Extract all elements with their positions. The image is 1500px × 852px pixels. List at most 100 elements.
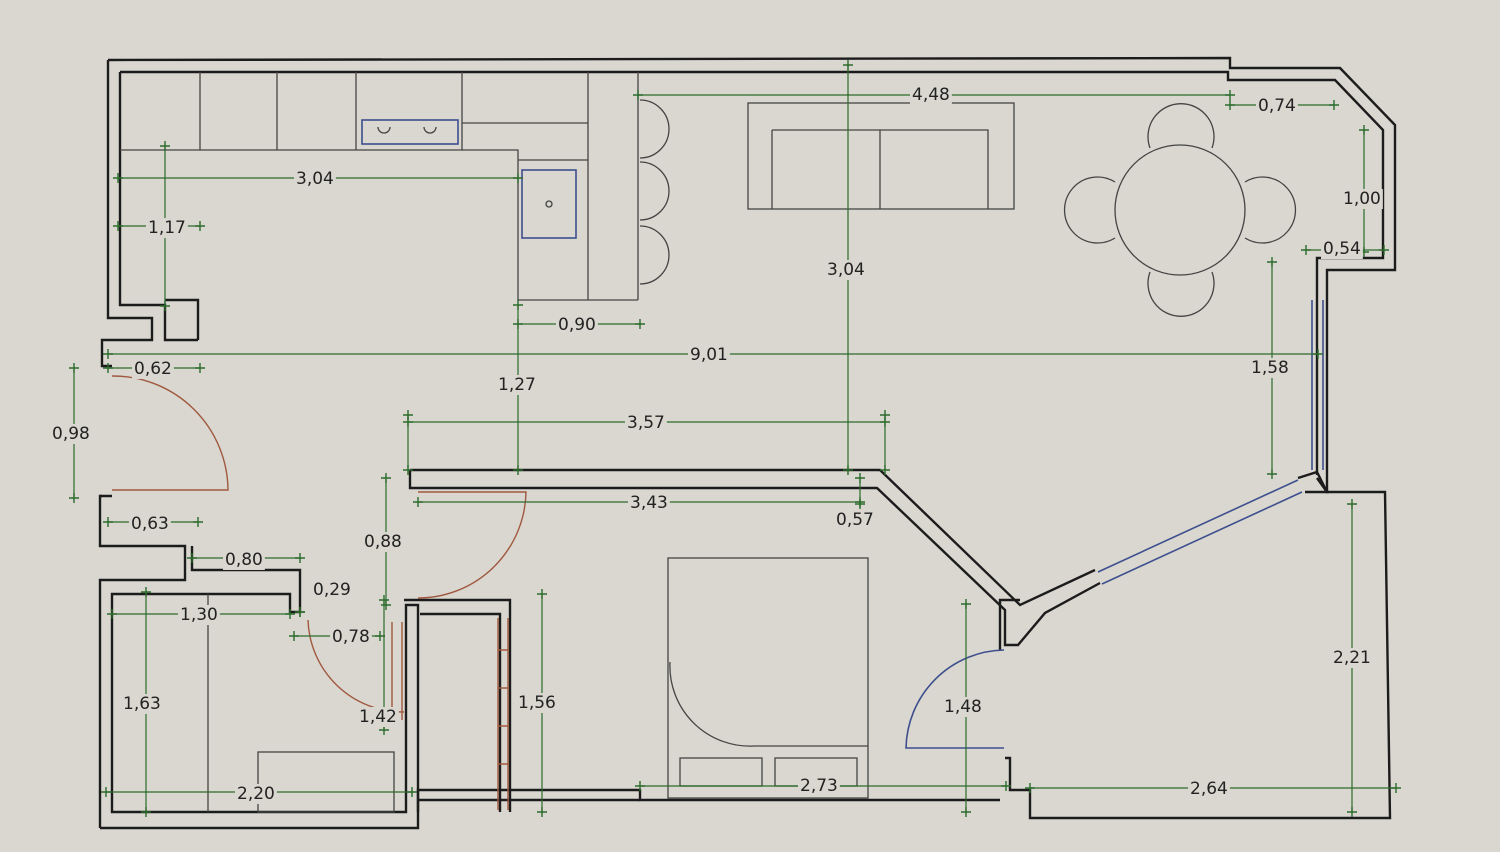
label-background [688,345,730,365]
dim-bedroom-notch: 0,57 [836,510,874,530]
bed-cover [669,661,868,747]
label-background [357,707,399,727]
dimension-tick [961,807,971,817]
bathtub [257,751,395,813]
label-background [825,260,867,280]
dimension-tick [843,60,853,70]
label-background [129,514,171,534]
dimension-tick [1267,257,1277,267]
closet-walls [404,598,512,812]
dimension-tick [537,589,547,599]
dimension-tick [1347,499,1357,509]
dimension-tick [101,787,111,797]
window-jamb [1297,470,1329,494]
dimension-tick [537,807,547,817]
dim-terrace-depth-left: 1,48 [944,697,982,717]
dim-bath-width: 1,30 [180,605,218,625]
dim-terrace-width: 2,64 [1190,779,1228,799]
dimension-tick [880,410,890,420]
dimension-tick [375,631,385,641]
dimension-tick [413,497,423,507]
dimension-tick [513,300,523,310]
dimension-tick [1225,100,1235,110]
entry-door [111,375,229,491]
label-background [798,776,840,796]
dim-corner-step: 0,54 [1323,239,1361,259]
dimension-tick [1301,245,1311,255]
dim-corner-top: 0,74 [1258,96,1296,116]
dimension-lines [69,60,1401,817]
dimension-tick [1359,125,1369,135]
dimension-tick [1025,783,1035,793]
sink [521,169,577,239]
dimension-tick [381,600,391,610]
dimension-tick [187,553,197,563]
dim-living-depth: 3,04 [827,260,865,280]
dimension-tick [880,465,890,475]
label-background [1188,779,1230,799]
dimension-labels: 3,04 1,17 4,48 0,74 1,00 0,54 3,04 0,90 … [50,85,1383,804]
dimension-tick [1379,245,1389,255]
dimension-tick [407,787,417,797]
diagonal-window [1097,479,1303,585]
label-background [1331,648,1373,668]
dimension-tick [381,473,391,483]
dimension-tick [289,631,299,641]
cooktop [361,119,459,145]
hall-wall [408,468,1101,647]
dimension-tick [1347,807,1357,817]
dimension-tick [1313,349,1323,359]
sink-drain [545,200,553,208]
dim-hall-width: 3,57 [627,413,665,433]
dim-wardrobe-depth: 1,56 [518,693,556,713]
label-background [1341,189,1383,209]
dimension-tick [1267,469,1277,479]
dimension-tick [160,301,170,311]
inner-wall-top [120,70,1385,493]
dim-hall-depth: 1,27 [498,375,536,395]
dimension-tick [103,363,113,373]
dimension-tick [635,319,645,329]
sofa [747,102,1015,210]
dimension-tick [1001,781,1011,791]
dim-stub-lower: 0,63 [131,514,169,534]
dim-bath-door: 0,78 [332,627,370,647]
dimension-tick [1391,783,1401,793]
dimension-tick [103,517,113,527]
label-background [311,580,353,600]
dimension-tick [513,465,523,475]
label-background [516,693,558,713]
dining-table [1114,144,1246,276]
dimension-tick [69,493,79,503]
dimension-tick [160,141,170,151]
label-background [1321,239,1363,259]
dimension-tick [403,410,413,420]
dimension-tick [295,607,305,617]
dimension-tick [1225,90,1235,100]
label-background [223,550,265,570]
dim-counter-gap: 0,90 [558,315,596,335]
dimension-tick [141,587,151,597]
dimension-tick [113,173,123,183]
cooktop-burners [377,126,437,134]
dimension-tick [855,499,865,509]
bar-stools [639,99,670,285]
dimension-tick [69,363,79,373]
wardrobe-doors [497,618,509,810]
walls [98,56,1397,830]
label-background [556,315,598,335]
dimension-tick [635,781,645,791]
kitchen-left-wall [165,298,200,340]
dimension-tick [379,595,389,605]
dim-entry-stub: 0,62 [134,359,172,379]
dim-total-width: 9,01 [690,345,728,365]
dimension-tick [961,599,971,609]
dimension-tick [513,173,523,183]
dimension-tick [107,609,117,619]
label-background [628,493,670,513]
label-background [50,424,92,444]
dining-chairs [1063,103,1297,317]
label-background [625,413,667,433]
label-background [942,697,984,717]
label-background [1249,358,1291,378]
